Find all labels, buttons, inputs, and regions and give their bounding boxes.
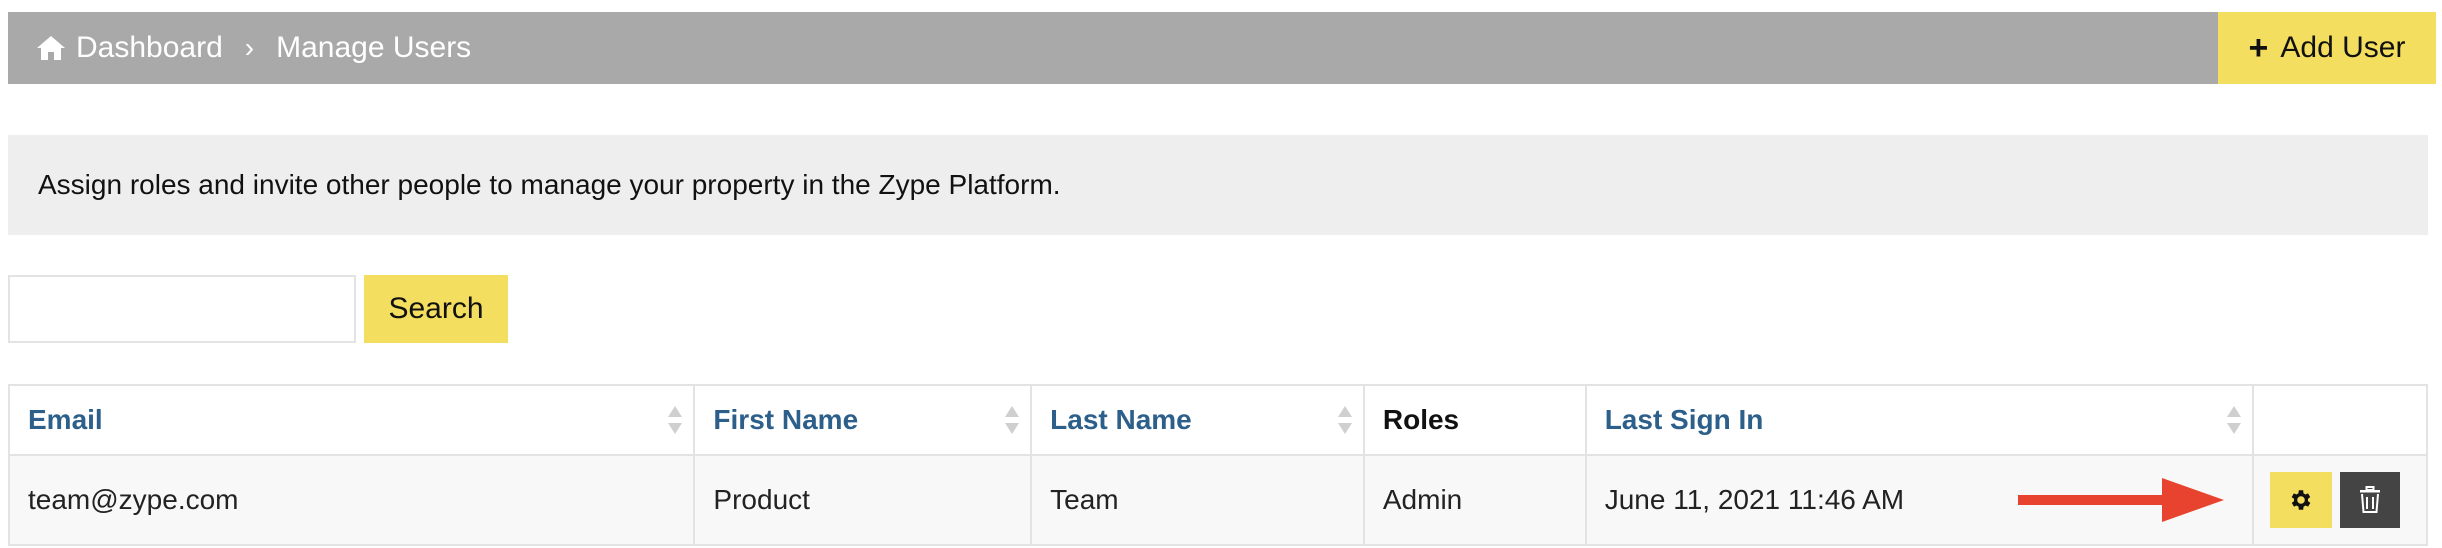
column-header-last-sign-in[interactable]: Last Sign In (1587, 386, 2255, 454)
plus-icon: + (2248, 29, 2269, 67)
cell-first-name: Product (695, 456, 1033, 544)
column-header-roles: Roles (1365, 386, 1587, 454)
column-header-label: Roles (1382, 404, 1460, 435)
delete-user-button[interactable] (2340, 472, 2401, 528)
sort-icon[interactable] (1004, 404, 1020, 436)
column-header-email[interactable]: Email (10, 386, 696, 454)
table-header-row: Email First Name Last Name Roles Last Si… (8, 384, 2428, 456)
column-header-label: Last Sign In (1604, 404, 1764, 435)
info-banner: Assign roles and invite other people to … (8, 135, 2428, 235)
column-header-label: Last Name (1050, 404, 1192, 435)
breadcrumb-current-page: Manage Users (276, 31, 472, 64)
cell-last-name: Team (1032, 456, 1365, 544)
info-text: Assign roles and invite other people to … (38, 169, 1061, 200)
cell-actions (2254, 456, 2428, 544)
column-header-label: Email (28, 404, 103, 435)
cell-email: team@zype.com (10, 456, 696, 544)
search-input[interactable] (8, 275, 356, 343)
sort-icon[interactable] (2226, 404, 2242, 436)
column-header-last-name[interactable]: Last Name (1032, 386, 1365, 454)
breadcrumb-separator: › (244, 32, 255, 63)
sort-icon[interactable] (1337, 404, 1353, 436)
annotation-arrow-icon (2018, 478, 2224, 522)
gear-icon (2291, 490, 2311, 510)
column-header-actions (2254, 386, 2428, 454)
breadcrumb-dashboard-link[interactable]: Dashboard (76, 31, 223, 64)
top-bar: Dashboard › Manage Users + Add User (8, 12, 2436, 84)
edit-user-button[interactable] (2270, 472, 2333, 528)
cell-last-sign-in: June 11, 2021 11:46 AM (1587, 456, 2255, 544)
cell-roles: Admin (1365, 456, 1587, 544)
column-header-label: First Name (713, 404, 859, 435)
breadcrumb: Dashboard › Manage Users (36, 12, 471, 84)
search-button[interactable]: Search (364, 275, 508, 343)
add-user-button[interactable]: + Add User (2218, 12, 2436, 84)
row-actions (2270, 472, 2401, 528)
trash-icon (2360, 486, 2381, 513)
add-user-label: Add User (2280, 31, 2406, 64)
column-header-first-name[interactable]: First Name (695, 386, 1033, 454)
sort-icon[interactable] (667, 404, 683, 436)
home-icon[interactable] (36, 34, 66, 62)
